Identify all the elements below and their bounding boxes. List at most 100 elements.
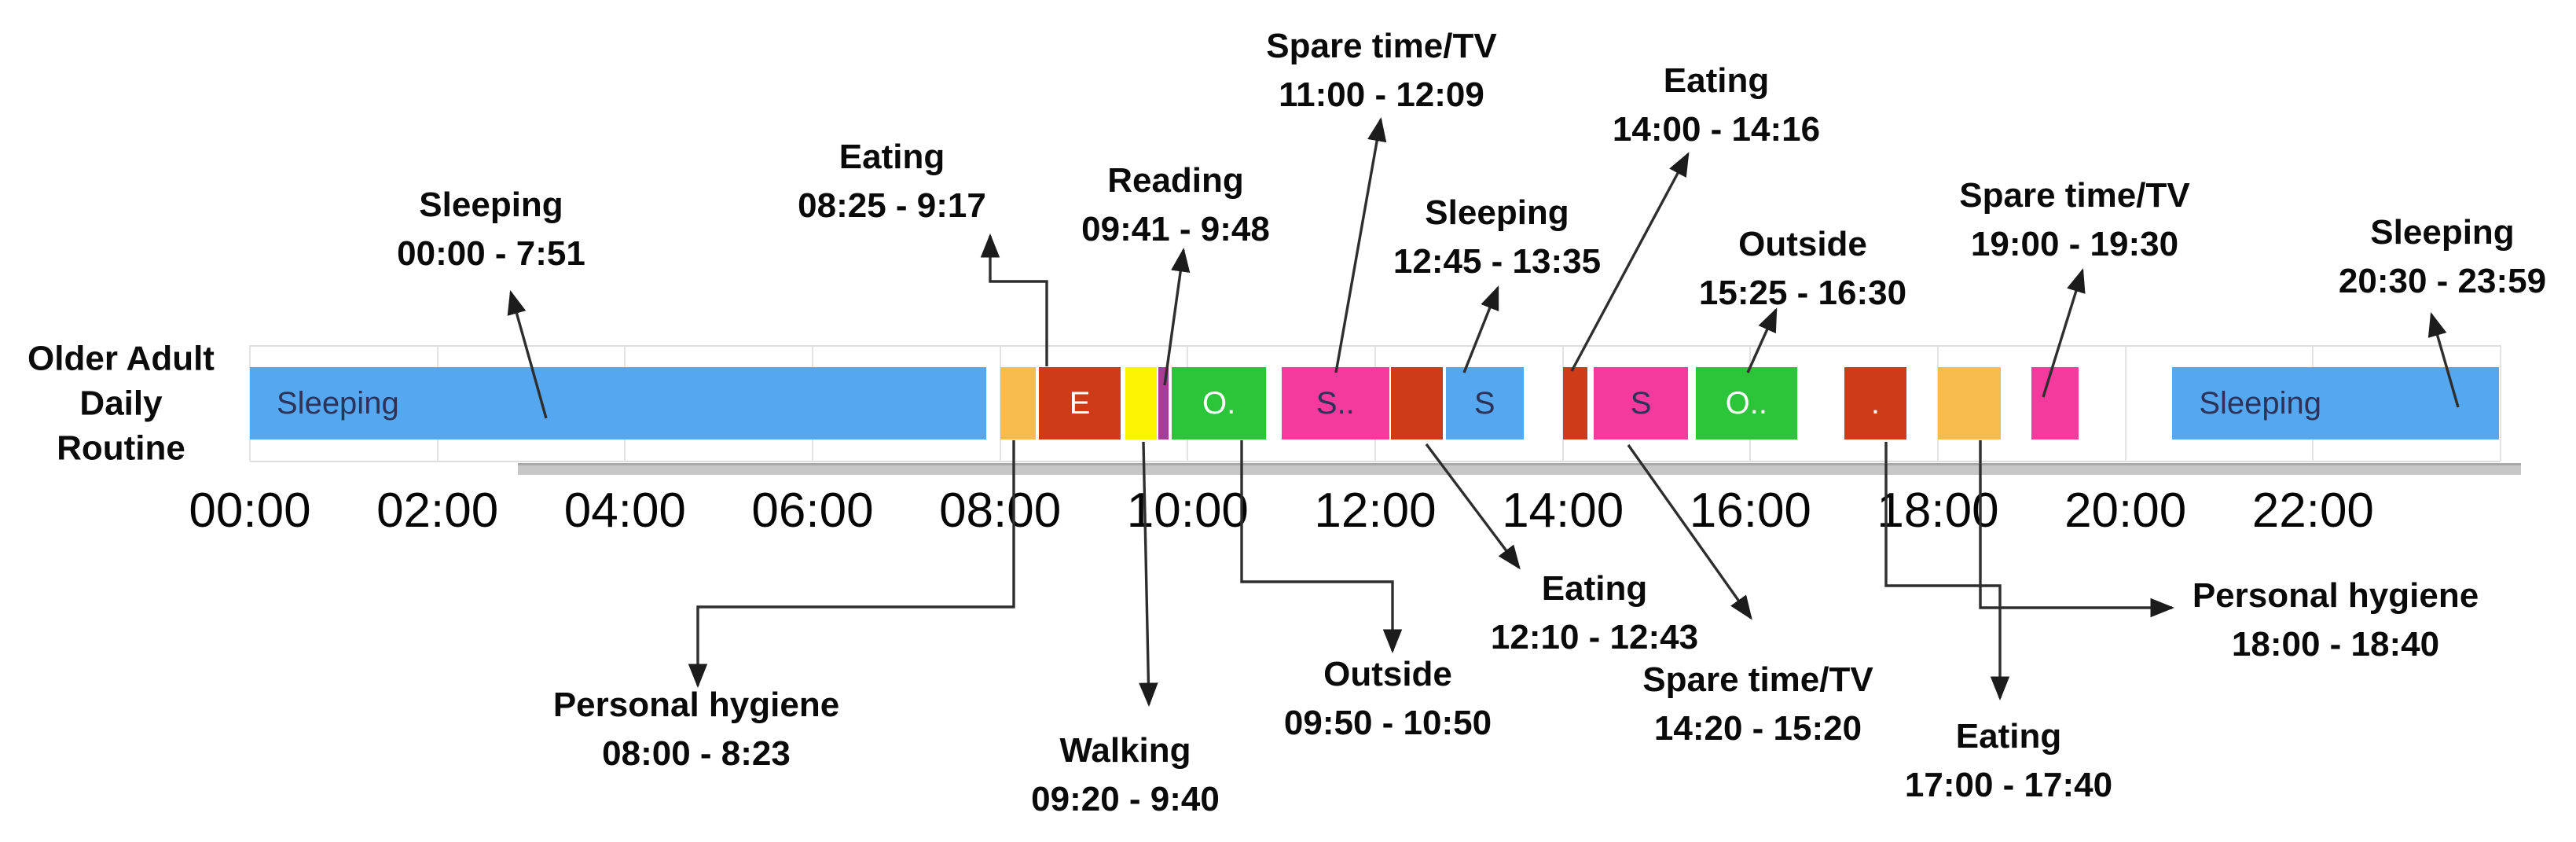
timeline-segment-eating[interactable] [1562,367,1588,439]
row-label-line: Older Adult [28,339,215,378]
annotation-time-range: 20:30 - 23:59 [2338,262,2547,300]
axis-tick-label: 02:00 [376,484,499,538]
annotation-label: Sleeping 20:30 - 23:59 [2339,208,2546,306]
annotation-activity: Sleeping [2370,213,2515,252]
annotation-time-range: 12:45 - 13:35 [1393,242,1602,281]
segment-label: Sleeping [2199,385,2322,421]
row-border [250,345,2501,347]
axis-tick-label: 14:00 [1502,484,1624,538]
axis-tick-label: 06:00 [751,484,874,538]
annotation-activity: Spare time/TV [1642,660,1873,699]
timeline-segment-spare_time_tv[interactable]: S [1594,367,1688,439]
timeline-segment-spare_time_tv[interactable] [2031,367,2079,439]
axis-tick-label: 04:00 [563,484,686,538]
timeline-segment-outside[interactable]: O.. [1695,367,1797,439]
annotation-label: Walking 09:20 - 9:40 [1031,726,1220,824]
annotation-arrow [1163,247,1191,386]
annotation-time-range: 17:00 - 17:40 [1904,766,2113,804]
annotation-arrow [1334,116,1387,373]
axis-tick-label: 12:00 [1314,484,1437,538]
annotation-label: Spare time/TV 11:00 - 12:09 [1266,22,1496,119]
horizontal-scrollbar[interactable] [518,463,2521,475]
row-label-line: Daily [79,384,163,423]
axis-tick-label: 10:00 [1126,484,1249,538]
axis-tick-label: 08:00 [939,484,1062,538]
gridline [2500,345,2501,461]
annotation-activity: Personal hygiene [2192,576,2479,615]
annotation-label: Spare time/TV 14:20 - 15:20 [1642,656,1873,753]
segment-label: E [1069,385,1091,421]
annotation-activity: Sleeping [419,186,563,224]
segment-label: O.. [1725,385,1768,421]
annotation-activity: Reading [1107,161,1244,200]
annotation-arrow [1462,285,1499,373]
axis-tick-label: 22:00 [2251,484,2374,538]
annotation-activity: Spare time/TV [1959,176,2190,215]
annotation-arrow [1139,441,1158,708]
timeline-segment-eating[interactable]: . [1844,367,1907,439]
timeline-segment-sleeping[interactable]: Sleeping [250,367,986,439]
gridline [2124,345,2126,461]
annotation-arrow [1746,307,1778,373]
annotation-time-range: 09:41 - 9:48 [1081,210,1270,248]
annotation-activity: Outside [1323,655,1452,693]
segment-label: S [1630,385,1652,421]
axis-tick-label: 20:00 [2064,484,2187,538]
row-label: Older Adult Daily Routine [28,336,215,471]
segment-label: . [1870,385,1880,421]
annotation-label: Eating 12:10 - 12:43 [1491,564,1698,662]
axis-tick-label: 16:00 [1689,484,1811,538]
annotation-label: Personal hygiene 18:00 - 18:40 [2193,572,2479,669]
annotation-label: Outside 15:25 - 16:30 [1699,220,1906,318]
annotation-label: Eating 08:25 - 9:17 [798,133,986,230]
annotation-label: Reading 09:41 - 9:48 [1081,156,1270,254]
annotation-time-range: 15:25 - 16:30 [1698,274,1907,312]
axis-tick-label: 18:00 [1877,484,1999,538]
annotation-activity: Personal hygiene [552,686,840,724]
annotation-label: Personal hygiene 08:00 - 8:23 [553,681,839,778]
annotation-activity: Outside [1738,225,1867,263]
segment-label: Sleeping [277,385,399,421]
annotation-time-range: 18:00 - 18:40 [2231,625,2440,664]
timeline-segment-sleeping[interactable]: Sleeping [2172,367,2499,439]
annotation-time-range: 08:00 - 8:23 [602,734,791,773]
timeline-segment-eating[interactable]: E [1039,367,1121,439]
annotation-time-range: 14:20 - 15:20 [1653,709,1862,748]
annotation-time-range: 00:00 - 7:51 [397,234,585,273]
segment-label: O. [1202,385,1236,421]
timeline-segment-walking[interactable] [1125,367,1157,439]
annotation-activity: Eating [1955,717,2062,756]
annotation-label: Sleeping 00:00 - 7:51 [397,181,585,278]
timeline-segment-sleeping[interactable]: S [1445,367,1524,439]
timeline-segment-spare_time_tv[interactable]: S.. [1281,367,1389,439]
annotation-arrow [1884,442,2010,701]
timeline-segment-outside[interactable]: O. [1172,367,1266,439]
annotation-time-range: 19:00 - 19:30 [1970,225,2179,263]
annotation-label: Spare time/TV 19:00 - 19:30 [1959,171,2189,269]
annotation-time-range: 09:50 - 10:50 [1283,704,1492,742]
timeline-segment-reading[interactable] [1158,367,1169,439]
row-label-line: Routine [57,428,185,468]
annotation-label: Eating 14:00 - 14:16 [1613,57,1820,154]
annotation-activity: Eating [838,138,945,176]
timeline-segment-personal_hygiene[interactable] [1938,367,2001,439]
annotation-activity: Walking [1059,731,1191,770]
annotation-activity: Eating [1541,569,1648,608]
annotation-time-range: 12:10 - 12:43 [1490,618,1699,656]
annotation-time-range: 08:25 - 9:17 [798,186,986,225]
annotation-activity: Sleeping [1425,193,1569,232]
annotation-time-range: 11:00 - 12:09 [1279,75,1484,114]
axis-tick-label: 00:00 [189,484,311,538]
annotation-label: Outside 09:50 - 10:50 [1284,650,1492,748]
annotation-activity: Spare time/TV [1266,27,1497,65]
annotation-arrow [688,440,1015,689]
annotation-label: Eating 17:00 - 17:40 [1905,712,2112,810]
annotation-time-range: 09:20 - 9:40 [1031,780,1220,818]
annotation-activity: Eating [1663,61,1770,100]
annotation-label: Sleeping 12:45 - 13:35 [1393,189,1601,286]
timeline-segment-personal_hygiene[interactable] [1000,367,1037,439]
row-border [250,461,2501,462]
annotation-time-range: 14:00 - 14:16 [1612,110,1821,149]
timeline-segment-eating[interactable] [1390,367,1443,439]
